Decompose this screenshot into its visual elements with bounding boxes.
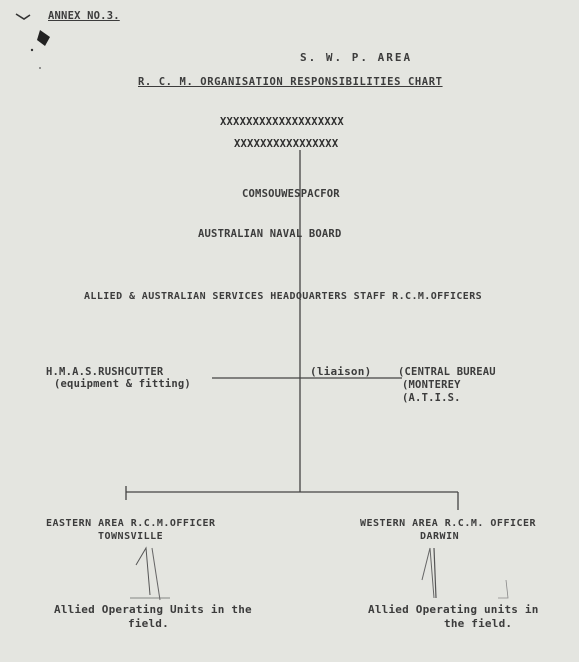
left-unit-stroke-2 — [151, 547, 161, 601]
struck-text-2: XXXXXXXXXXXXXXXX — [234, 138, 339, 150]
corner-tick-mark — [15, 13, 31, 20]
node-western-area: WESTERN AREA R.C.M. OFFICER — [360, 518, 537, 529]
right-unit-stroke-1 — [421, 547, 435, 599]
node-rushcutter-sub: (equipment & fitting) — [54, 378, 191, 390]
node-naval-board: AUSTRALIAN NAVAL BOARD — [198, 228, 342, 240]
right-unit-mark — [498, 579, 509, 599]
eastern-units-line-2: field. — [128, 617, 169, 630]
chart-title: R. C. M. ORGANISATION RESPONSIBILITIES C… — [138, 76, 443, 88]
area-title: S. W. P. AREA — [300, 51, 413, 64]
struck-text-1: XXXXXXXXXXXXXXXXXXX — [220, 116, 344, 128]
ink-dot-mark — [30, 48, 34, 52]
node-eastern-townsville: TOWNSVILLE — [98, 531, 164, 542]
node-central-monterey: (MONTEREY — [402, 379, 461, 391]
node-eastern-area: EASTERN AREA R.C.M.OFFICER — [46, 518, 216, 529]
node-central-bureau: (CENTRAL BUREAU — [398, 366, 496, 378]
western-units-line-1: Allied Operating units in — [368, 603, 539, 616]
eastern-units-line-1: Allied Operating Units in the — [54, 603, 252, 616]
ink-blot-mark — [37, 30, 50, 46]
western-units-line-2: the field. — [444, 617, 513, 630]
node-western-darwin: DARWIN — [420, 531, 460, 542]
node-central-atis: (A.T.I.S. — [402, 392, 461, 404]
node-comsouwespac: COMSOUWESPACFOR — [242, 188, 340, 200]
right-unit-stroke-2 — [433, 547, 437, 599]
liaison-label: (liaison) — [310, 365, 372, 378]
annex-label: ANNEX NO.3. — [48, 10, 120, 22]
node-hq-staff: ALLIED & AUSTRALIAN SERVICES HEADQUARTER… — [84, 291, 483, 302]
node-rushcutter: H.M.A.S.RUSHCUTTER — [46, 366, 164, 378]
ink-dot-mark-2 — [39, 67, 41, 69]
left-unit-stroke-1 — [135, 546, 151, 596]
